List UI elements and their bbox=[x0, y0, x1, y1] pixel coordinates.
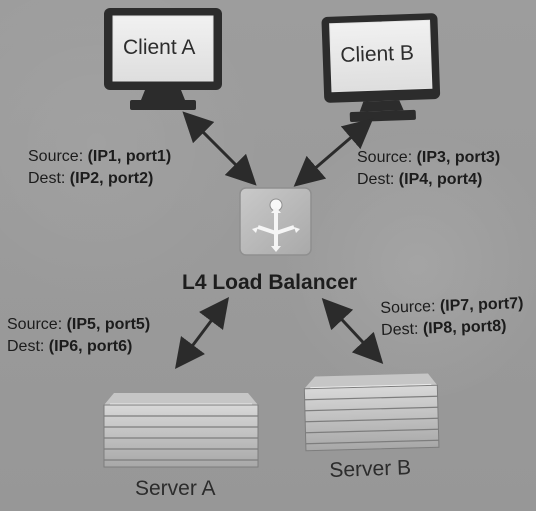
client-a-connection-text: Source: (IP1, port1) Dest: (IP2, port2) bbox=[28, 146, 171, 189]
load-balancer-icon bbox=[239, 187, 312, 256]
client-a-source-prefix: Source: bbox=[28, 148, 88, 165]
server-b-label: Server B bbox=[329, 456, 412, 482]
client-b-connection-text: Source: (IP3, port3) Dest: (IP4, port4) bbox=[357, 147, 500, 190]
client-b-dest-prefix: Dest: bbox=[357, 170, 399, 188]
load-balancer-to-server-b-arrow bbox=[321, 298, 384, 364]
server-a-source-prefix: Source: bbox=[7, 316, 67, 333]
client-a-to-load-balancer-arrow bbox=[182, 111, 257, 186]
server-b-source-prefix: Source: bbox=[380, 297, 441, 317]
client-a-source-value: (IP1, port1) bbox=[87, 148, 172, 165]
client-a-dest-line: Dest: (IP2, port2) bbox=[28, 168, 171, 190]
client-a-source-line: Source: (IP1, port1) bbox=[28, 146, 171, 168]
server-a-rack-icon bbox=[103, 393, 259, 468]
load-balancer-title: L4 Load Balancer bbox=[182, 271, 358, 294]
server-a-source-value: (IP5, port5) bbox=[66, 316, 151, 333]
server-a-source-line: Source: (IP5, port5) bbox=[7, 314, 150, 336]
client-b-source-line: Source: (IP3, port3) bbox=[357, 147, 500, 169]
server-b-rack-icon bbox=[303, 373, 440, 452]
server-b-connection-text: Source: (IP7, port7) Dest: (IP8, port8) bbox=[380, 293, 525, 341]
client-b-dest-line: Dest: (IP4, port4) bbox=[357, 169, 500, 191]
client-b-source-prefix: Source: bbox=[357, 149, 417, 166]
client-b-dest-value: (IP4, port4) bbox=[398, 170, 483, 188]
client-b-label: Client B bbox=[339, 41, 415, 67]
server-b-source-value: (IP7, port7) bbox=[439, 295, 524, 315]
server-a-dest-value: (IP6, port6) bbox=[48, 337, 133, 355]
client-a-monitor-icon bbox=[104, 8, 222, 110]
client-b-source-value: (IP3, port3) bbox=[416, 149, 501, 166]
load-balancer-to-server-a-arrow bbox=[175, 297, 229, 369]
client-a-label: Client A bbox=[123, 36, 196, 59]
server-b-dest-prefix: Dest: bbox=[380, 320, 424, 339]
server-a-label: Server A bbox=[135, 477, 216, 500]
client-a-dest-value: (IP2, port2) bbox=[69, 169, 154, 187]
client-a-dest-prefix: Dest: bbox=[28, 169, 70, 187]
server-a-connection-text: Source: (IP5, port5) Dest: (IP6, port6) bbox=[7, 314, 150, 357]
client-b-monitor-icon bbox=[321, 13, 441, 123]
server-a-dest-prefix: Dest: bbox=[7, 337, 49, 355]
server-a-dest-line: Dest: (IP6, port6) bbox=[7, 336, 150, 358]
server-b-dest-value: (IP8, port8) bbox=[422, 317, 507, 338]
client-b-to-load-balancer-arrow bbox=[293, 118, 374, 187]
